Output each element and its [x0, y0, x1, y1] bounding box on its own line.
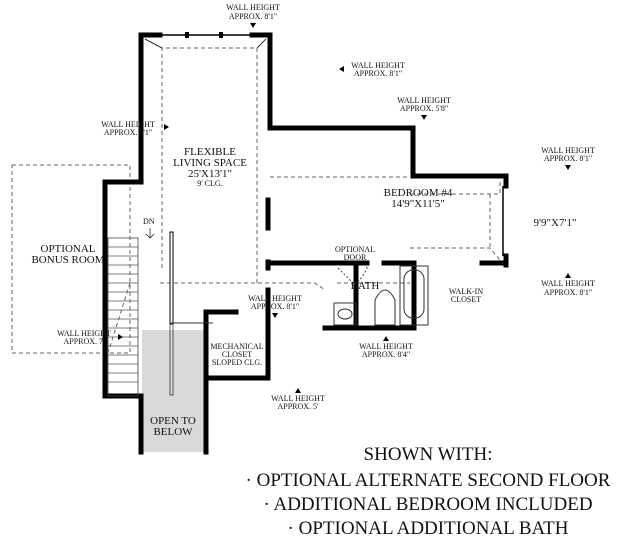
svg-text:25'X13'1": 25'X13'1"	[188, 168, 232, 180]
arrow-down-icon	[565, 165, 571, 170]
bonus-room-outline	[11, 164, 131, 354]
svg-text:WALL HEIGHT: WALL HEIGHT	[226, 3, 280, 12]
note-item: · ADDITIONAL BEDROOM INCLUDED	[263, 494, 592, 515]
room-bath: BATH	[351, 280, 380, 292]
arrow-up-icon	[383, 336, 389, 341]
svg-text:APPROX. 8'4": APPROX. 8'4"	[362, 350, 410, 359]
arrow-down-icon	[250, 23, 256, 28]
svg-text:APPROX. 8'1": APPROX. 8'1"	[229, 12, 277, 21]
wall-height-top-flex: WALL HEIGHT APPROX. 8'1"	[226, 3, 280, 28]
wall-height-flex-bottom: WALL HEIGHT APPROX. 8'1"	[248, 294, 302, 318]
svg-text:APPROX. 5'8": APPROX. 5'8"	[400, 104, 448, 113]
svg-text:OPTIONAL: OPTIONAL	[41, 243, 96, 255]
open-to-below-label: OPEN TO BELOW	[150, 415, 196, 438]
svg-text:WALL HEIGHT: WALL HEIGHT	[101, 120, 155, 129]
svg-text:APPROX. 5': APPROX. 5'	[277, 402, 319, 411]
arrow-right-icon	[118, 334, 123, 340]
wall-height-left-flex: WALL HEIGHT APPROX. 8'1"	[101, 120, 169, 137]
wall-height-bonus: WALL HEIGHT APPROX. 7'	[57, 329, 123, 346]
note-item: · OPTIONAL ADDITIONAL BATH	[288, 518, 569, 539]
notes-title: SHOWN WITH:	[364, 444, 493, 465]
svg-text:OPTIONAL: OPTIONAL	[335, 245, 375, 254]
stairs-down-label: DN	[143, 217, 155, 226]
svg-text:CLOSET: CLOSET	[222, 350, 252, 359]
arrow-right-icon	[164, 124, 169, 130]
sink	[333, 302, 357, 326]
wall-height-bedroom-ext-top: WALL HEIGHT APPROX. 8'1"	[541, 146, 595, 170]
svg-text:CLOSET: CLOSET	[451, 295, 481, 304]
svg-text:WALL HEIGHT: WALL HEIGHT	[359, 342, 413, 351]
arrow-down-icon	[272, 313, 278, 318]
wall-height-bedroom-ext-bottom: WALL HEIGHT APPROX. 8'1"	[541, 273, 595, 297]
room-mechanical-closet: MECHANICAL CLOSET SLOPED CLG.	[210, 342, 263, 367]
svg-text:MECHANICAL: MECHANICAL	[210, 342, 263, 351]
staircase[interactable]	[107, 231, 213, 397]
svg-text:WALL HEIGHT: WALL HEIGHT	[397, 96, 451, 105]
svg-text:BELOW: BELOW	[153, 426, 193, 438]
svg-text:DOOR: DOOR	[344, 253, 367, 262]
down-arrow-icon	[145, 228, 155, 239]
arrow-up-icon	[295, 388, 301, 393]
wall-height-bath-bottom: WALL HEIGHT APPROX. 8'4"	[359, 336, 413, 359]
svg-text:APPROX. 8'1": APPROX. 8'1"	[544, 288, 592, 297]
svg-text:WALL HEIGHT: WALL HEIGHT	[541, 279, 595, 288]
svg-text:14'9"X11'5": 14'9"X11'5"	[391, 198, 444, 210]
arrow-up-icon	[565, 273, 571, 278]
svg-text:BONUS ROOM: BONUS ROOM	[31, 254, 104, 266]
svg-text:APPROX. 8'1": APPROX. 8'1"	[544, 154, 592, 163]
wall-height-right-flex: WALL HEIGHT APPROX. 8'1"	[339, 61, 405, 78]
svg-text:FLEXIBLE: FLEXIBLE	[184, 146, 236, 158]
walls	[102, 32, 509, 455]
optional-door-swing	[337, 264, 369, 286]
arrow-down-icon	[421, 115, 427, 120]
svg-text:OPEN TO: OPEN TO	[150, 415, 196, 427]
wall-height-bedroom-top: WALL HEIGHT APPROX. 5'8"	[397, 96, 451, 120]
svg-text:WALL HEIGHT: WALL HEIGHT	[351, 61, 405, 70]
svg-text:WALK-IN: WALK-IN	[449, 287, 483, 296]
svg-text:9' CLG.: 9' CLG.	[197, 179, 222, 188]
svg-text:WALL HEIGHT: WALL HEIGHT	[248, 294, 302, 303]
bedroom-extension-dimensions: 9'9"X7'1"	[534, 217, 577, 229]
open-to-below-area	[142, 330, 205, 452]
room-optional-bonus-room: OPTIONAL BONUS ROOM	[31, 243, 104, 266]
svg-text:WALL HEIGHT: WALL HEIGHT	[271, 394, 325, 403]
svg-text:APPROX. 8'1": APPROX. 8'1"	[354, 69, 402, 78]
svg-text:APPROX. 8'1": APPROX. 8'1"	[104, 128, 152, 137]
note-item: · OPTIONAL ALTERNATE SECOND FLOOR	[246, 470, 611, 491]
shown-with-notes: SHOWN WITH: · OPTIONAL ALTERNATE SECOND …	[246, 444, 611, 539]
svg-text:WALL HEIGHT: WALL HEIGHT	[57, 329, 111, 338]
bath-fixtures	[333, 264, 429, 326]
room-bedroom-4: BEDROOM #4 14'9"X11'5"	[384, 187, 453, 210]
room-flexible-living-space: FLEXIBLE LIVING SPACE 25'X13'1" 9' CLG.	[173, 146, 247, 188]
room-walk-in-closet: WALK-IN CLOSET	[449, 287, 483, 304]
optional-door-label: OPTIONAL DOOR	[335, 245, 375, 262]
bathtub	[399, 265, 429, 326]
wall-height-mech-bottom: WALL HEIGHT APPROX. 5'	[271, 388, 325, 411]
svg-text:BEDROOM #4: BEDROOM #4	[384, 187, 453, 199]
svg-text:APPROX. 7': APPROX. 7'	[63, 337, 105, 346]
svg-text:WALL HEIGHT: WALL HEIGHT	[541, 146, 595, 155]
ceiling-lines	[144, 38, 501, 291]
svg-text:SLOPED CLG.: SLOPED CLG.	[212, 358, 262, 367]
svg-text:LIVING SPACE: LIVING SPACE	[173, 157, 247, 169]
toilet	[374, 289, 396, 326]
arrow-left-icon	[339, 66, 344, 72]
svg-text:APPROX. 8'1": APPROX. 8'1"	[251, 302, 299, 311]
